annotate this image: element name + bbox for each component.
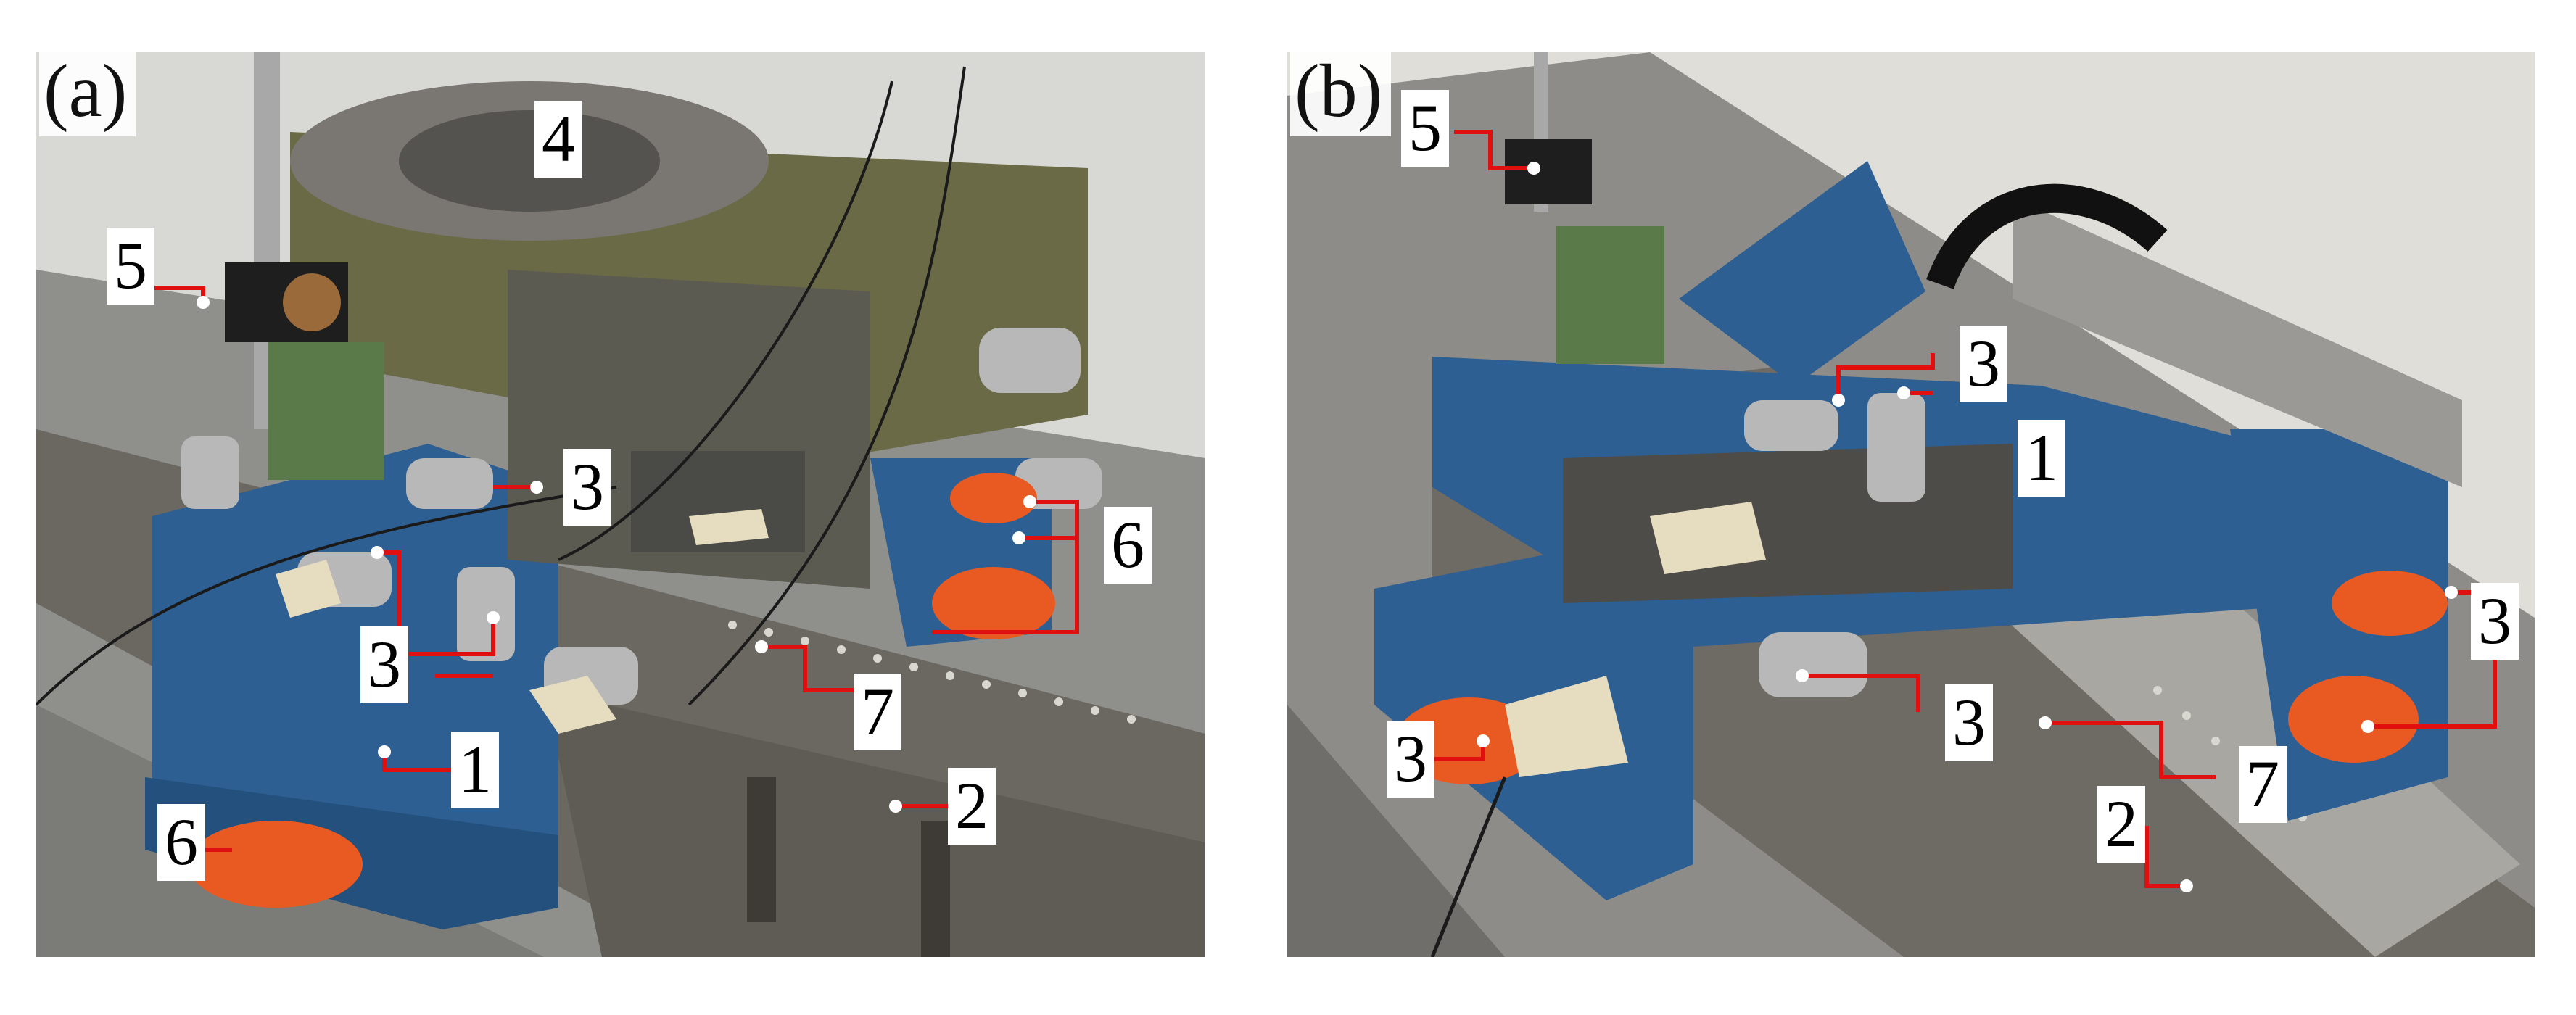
callout-label-6: 6 xyxy=(1104,507,1152,584)
callout-label-3: 3 xyxy=(2471,583,2519,660)
callout-label-1: 1 xyxy=(2018,420,2065,497)
callout-label-3: 3 xyxy=(1960,326,2007,402)
photo-panel-b: (b) 5 3 1 3 3 7 2 3 xyxy=(1287,52,2535,957)
callout-label-5: 5 xyxy=(1401,90,1449,167)
callout-label-3: 3 xyxy=(564,449,611,526)
test-rig-photo-b xyxy=(1287,52,2535,957)
callout-label-5: 5 xyxy=(107,228,154,304)
callout-label-7: 7 xyxy=(2239,746,2287,823)
panel-letter-a: (a) xyxy=(39,52,136,136)
panel-letter-b: (b) xyxy=(1290,52,1392,136)
test-rig-photo-a xyxy=(36,52,1205,957)
callout-label-3: 3 xyxy=(1387,721,1434,798)
photo-panel-a: (a) 5 4 3 6 3 7 1 2 6 xyxy=(36,52,1205,957)
callout-label-3: 3 xyxy=(1945,684,1993,761)
callout-label-3: 3 xyxy=(360,626,408,703)
callout-label-2: 2 xyxy=(2097,786,2145,863)
callout-label-1: 1 xyxy=(451,732,499,808)
callout-label-7: 7 xyxy=(854,674,901,750)
callout-label-4: 4 xyxy=(534,101,582,178)
callout-label-6: 6 xyxy=(157,804,205,881)
callout-label-2: 2 xyxy=(948,768,996,845)
